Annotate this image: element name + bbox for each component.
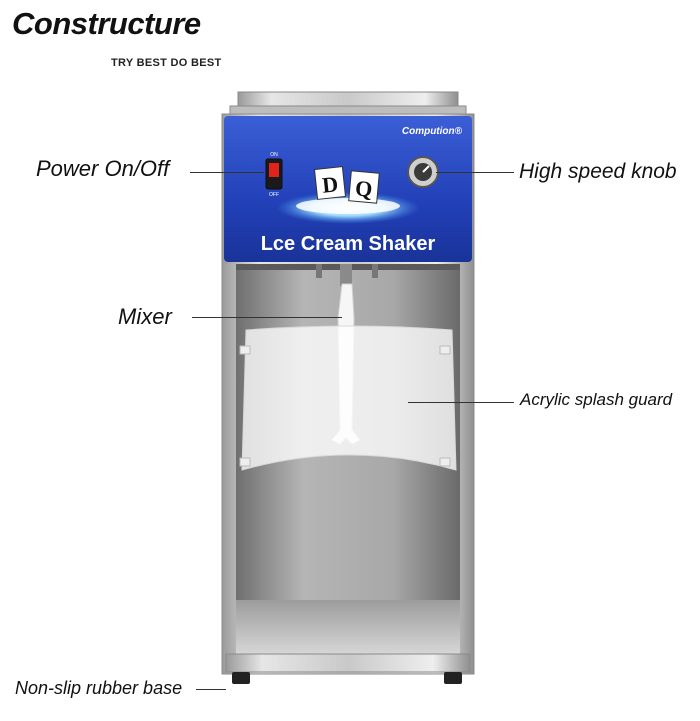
callout-base: Non-slip rubber base (15, 678, 183, 698)
logo-tile-q (348, 170, 380, 204)
callout-power: Power On/Off (36, 156, 170, 181)
switch-on-label: ON (270, 152, 278, 158)
logo-tile-d (313, 166, 347, 200)
logo-letter-d: D (321, 171, 339, 198)
callout-line-guard (408, 402, 514, 403)
tagline: TRY BEST DO BEST (111, 57, 222, 69)
brand-label: Compution® (402, 126, 463, 137)
page-title: Constructure (12, 6, 201, 41)
switch-off-label: OFF (269, 192, 279, 198)
callout-mixer: Mixer (118, 304, 172, 329)
logo-letter-q: Q (354, 175, 373, 201)
foot-right (444, 672, 462, 684)
foot-left (232, 672, 250, 684)
splash-guard (241, 325, 457, 471)
callout-line-power (190, 172, 264, 173)
control-panel (224, 116, 472, 262)
product-name: Lce Cream Shaker (261, 233, 436, 255)
callout-knob: High speed knob (519, 160, 677, 183)
callout-line-knob (436, 172, 514, 173)
callout-guard: Acrylic splash guard (520, 390, 673, 409)
callout-line-base (196, 689, 226, 690)
callout-line-mixer (192, 317, 342, 318)
